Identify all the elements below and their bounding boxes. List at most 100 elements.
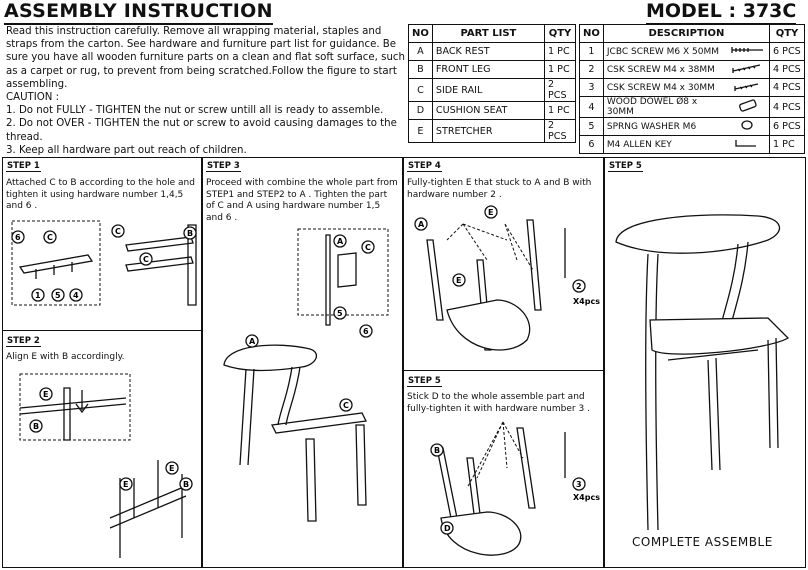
cell: 6 PCS — [769, 42, 805, 61]
label-5: 5 — [337, 309, 343, 318]
cell: 4 PCS — [769, 96, 805, 118]
label-A: A — [418, 220, 425, 229]
label-B: B — [33, 422, 39, 431]
cell: SPRNG WASHER M6 — [602, 117, 727, 136]
cell: WOOD DOWEL Ø8 x 30MM — [602, 96, 727, 118]
quantity-label: X4pcs — [573, 297, 600, 306]
page-title: ASSEMBLY INSTRUCTION — [4, 0, 273, 25]
step-4-text: Fully-tighten E that stuck to A and B wi… — [407, 178, 592, 200]
intro-paragraph: Read this instruction carefully. Remove … — [6, 26, 405, 90]
col-header: NO — [408, 24, 433, 43]
intro-block: Read this instruction carefully. Remove … — [6, 25, 406, 157]
cell: 2 — [579, 60, 604, 79]
cell: A — [408, 42, 433, 61]
step-5-tag: STEP 5 — [407, 376, 442, 387]
panel-steps-4-5 — [403, 157, 604, 568]
cell: JCBC SCREW M6 X 50MM — [602, 42, 727, 61]
panel-complete — [604, 157, 806, 568]
label-E: E — [169, 464, 174, 473]
table-header-row: NO DESCRIPTION QTY — [579, 24, 805, 43]
label-A: A — [249, 337, 256, 346]
col-header: QTY — [544, 24, 576, 43]
label-6: 6 — [363, 327, 369, 336]
label-C: C — [47, 233, 53, 242]
step-1-tag: STEP 1 — [6, 161, 41, 172]
step-1-diagram: 6 C 1 5 4 C C B — [11, 220, 197, 306]
cell: 1 — [579, 42, 604, 61]
cell: 3 — [579, 78, 604, 97]
screw-icon — [727, 60, 770, 79]
step-2-diagram: E B E E B — [19, 373, 193, 558]
step-4-diagram: A E E 2 X4pcs — [414, 205, 600, 351]
cell: CSK SCREW M4 x 30MM — [602, 78, 727, 97]
col-header: QTY — [769, 24, 805, 43]
cell: FRONT LEG — [431, 60, 546, 79]
table-header-row: NO PART LIST QTY — [408, 24, 576, 43]
cell: 4 PCS — [769, 78, 805, 97]
label-2: 2 — [576, 282, 582, 291]
step-4-tag: STEP 4 — [407, 161, 442, 172]
label-C: C — [143, 255, 149, 264]
model-number: MODEL : 373C — [646, 0, 797, 25]
panel-step-3 — [202, 157, 403, 568]
label-4: 4 — [73, 291, 79, 300]
step-5-complete-tag: STEP 5 — [608, 161, 643, 172]
label-E: E — [123, 480, 128, 489]
col-header: PART LIST — [431, 24, 546, 43]
label-C: C — [343, 401, 349, 410]
panel-steps-1-2 — [2, 157, 202, 568]
label-3: 3 — [576, 480, 582, 489]
label-D: D — [444, 524, 451, 533]
cell: 1 PC — [769, 135, 805, 154]
caution-item: 1. Do not FULLY - TIGHTEN the nut or scr… — [6, 105, 384, 117]
cell: B — [408, 60, 433, 79]
cell: 5 — [579, 117, 604, 136]
step-3-diagram: A C 5 6 A C — [223, 228, 389, 522]
label-C: C — [365, 243, 371, 252]
label-5: 5 — [55, 291, 61, 300]
cell: C — [408, 78, 433, 102]
cell: D — [408, 101, 433, 120]
step-5-text: Stick D to the whole assemble part and f… — [407, 392, 590, 414]
step-2-text: Align E with B accordingly. — [6, 352, 125, 362]
cell: 1 PC — [544, 42, 576, 61]
washer-icon — [727, 117, 770, 136]
cell: CUSHION SEAT — [431, 101, 546, 120]
label-B: B — [187, 229, 193, 238]
cell: STRETCHER — [431, 119, 546, 143]
complete-chair-illustration — [615, 214, 790, 531]
label-E: E — [456, 276, 461, 285]
caution-item: 3. Keep all hardware part out reach of c… — [6, 144, 247, 156]
screw-icon — [727, 42, 770, 61]
step-3-text: Proceed with combine the whole part from… — [206, 178, 398, 223]
cell: 2 PCS — [544, 78, 576, 102]
cell: 4 — [579, 96, 604, 118]
quantity-label: X4pcs — [573, 493, 600, 502]
cell: 1 PC — [544, 60, 576, 79]
cell: SIDE RAIL — [431, 78, 546, 102]
label-E: E — [43, 390, 48, 399]
cell: 1 PC — [544, 101, 576, 120]
label-B: B — [183, 480, 189, 489]
label-C: C — [115, 227, 121, 236]
divider — [403, 370, 604, 371]
step-3-tag: STEP 3 — [206, 161, 241, 172]
cell: 6 PCS — [769, 117, 805, 136]
col-header: NO — [579, 24, 604, 43]
label-1: 1 — [35, 291, 41, 300]
col-header: DESCRIPTION — [602, 24, 771, 43]
dowel-icon — [727, 96, 770, 118]
step-2-tag: STEP 2 — [6, 336, 41, 347]
cell: 4 PCS — [769, 60, 805, 79]
